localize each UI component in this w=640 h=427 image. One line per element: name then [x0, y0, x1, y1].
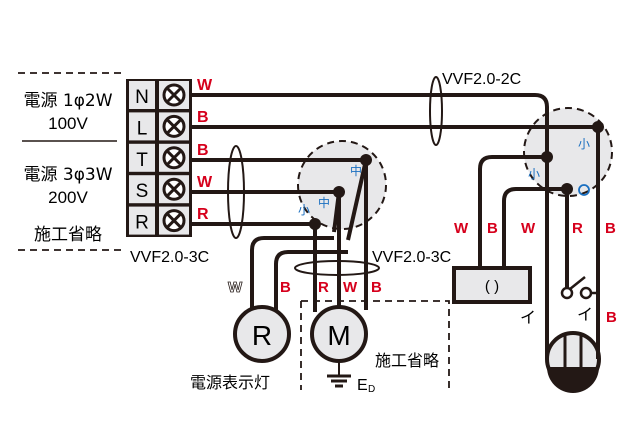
power-omitted-label: 施工省略	[34, 225, 102, 245]
lamp-symbol: R	[252, 320, 272, 351]
terminal-label-cell	[129, 81, 155, 109]
motor-omitted-box	[300, 300, 450, 390]
ground-icon	[327, 361, 351, 388]
wire-color-label: W	[228, 279, 243, 296]
screw-cross	[165, 181, 183, 198]
cable-label-motor: VVF2.0-3C	[372, 249, 451, 266]
wire-color-label: W	[454, 220, 469, 237]
lamp-label: 電源表示灯	[190, 373, 270, 392]
junction-dot	[592, 121, 604, 133]
screw-cross	[165, 212, 183, 229]
three-phase-voltage: 200V	[48, 188, 88, 207]
screw-cross	[165, 149, 183, 166]
junction-dot	[541, 151, 553, 163]
three-phase-label: 電源 3φ3W	[23, 165, 112, 185]
outlet-symbol: ( )	[485, 278, 499, 295]
terminal-name: S	[136, 181, 149, 202]
terminal-label-cell	[129, 175, 155, 204]
wire-lamp-w	[250, 236, 334, 312]
wire-color-label: B	[606, 309, 617, 326]
ground-label: E	[357, 377, 368, 394]
cable-label-top: VVF2.0-2C	[442, 71, 521, 88]
terminal-name: N	[135, 87, 149, 108]
wire-outlet-b	[502, 187, 567, 270]
wire-color-label: W	[197, 77, 213, 94]
ground-sub-label: D	[368, 384, 375, 395]
wire-color-label: B	[197, 109, 209, 126]
junction-dot	[360, 154, 372, 166]
junction-dot	[309, 218, 321, 230]
wire-color-label: R	[197, 206, 209, 223]
terminal-label-cell	[129, 143, 155, 172]
wire-color-label: R	[572, 220, 583, 237]
junction-label: 小	[528, 167, 540, 181]
junction-label: 中	[350, 163, 362, 178]
junction-label: 中	[318, 195, 330, 210]
cable-loop	[294, 260, 380, 276]
terminal-name: L	[137, 118, 148, 139]
junction-label: 小	[578, 137, 590, 151]
switch-icon	[560, 276, 598, 300]
wire-outlet-w	[478, 155, 547, 270]
screw-cross	[165, 118, 183, 135]
screw-cross	[165, 86, 183, 104]
junction-box-left	[297, 140, 387, 230]
wire-color-label: B	[371, 279, 382, 296]
motor-symbol: M	[327, 320, 350, 351]
motor-omitted-label: 施工省略	[375, 351, 439, 370]
power-box-border	[18, 72, 126, 251]
wire-color-label: R	[318, 279, 329, 296]
terminal-name: T	[136, 150, 148, 171]
wires	[192, 93, 600, 345]
cable-label-left: VVF2.0-3C	[130, 249, 209, 266]
wire-color-label: B	[487, 220, 498, 237]
junction-circle-mark	[578, 184, 590, 196]
terminal-name: R	[135, 213, 149, 234]
wire-color-label: B	[280, 279, 291, 296]
wire-color-label: B	[197, 142, 209, 159]
terminal-label-cell	[129, 206, 155, 235]
outlet-label: イ	[520, 308, 536, 327]
single-phase-label: 電源 1φ2W	[23, 91, 112, 111]
cable-loop	[227, 145, 245, 239]
wire-n	[192, 93, 549, 340]
wire-color-label: W	[343, 279, 358, 296]
wire-lamp-b	[274, 250, 348, 312]
junction-dot	[333, 186, 345, 198]
switch-label: イ	[577, 305, 593, 324]
cable-loop	[429, 76, 443, 146]
junction-label: 小	[298, 203, 310, 217]
terminal-label-cell	[129, 112, 155, 141]
wire-color-label: B	[605, 220, 616, 237]
wire-color-label: W	[521, 220, 536, 237]
single-phase-voltage: 100V	[48, 114, 88, 133]
wire-color-label: W	[197, 174, 213, 191]
indicator-lamp	[233, 305, 291, 363]
light-fixture-icon	[545, 331, 601, 393]
junction-dot	[561, 183, 573, 195]
outlet	[452, 266, 532, 304]
